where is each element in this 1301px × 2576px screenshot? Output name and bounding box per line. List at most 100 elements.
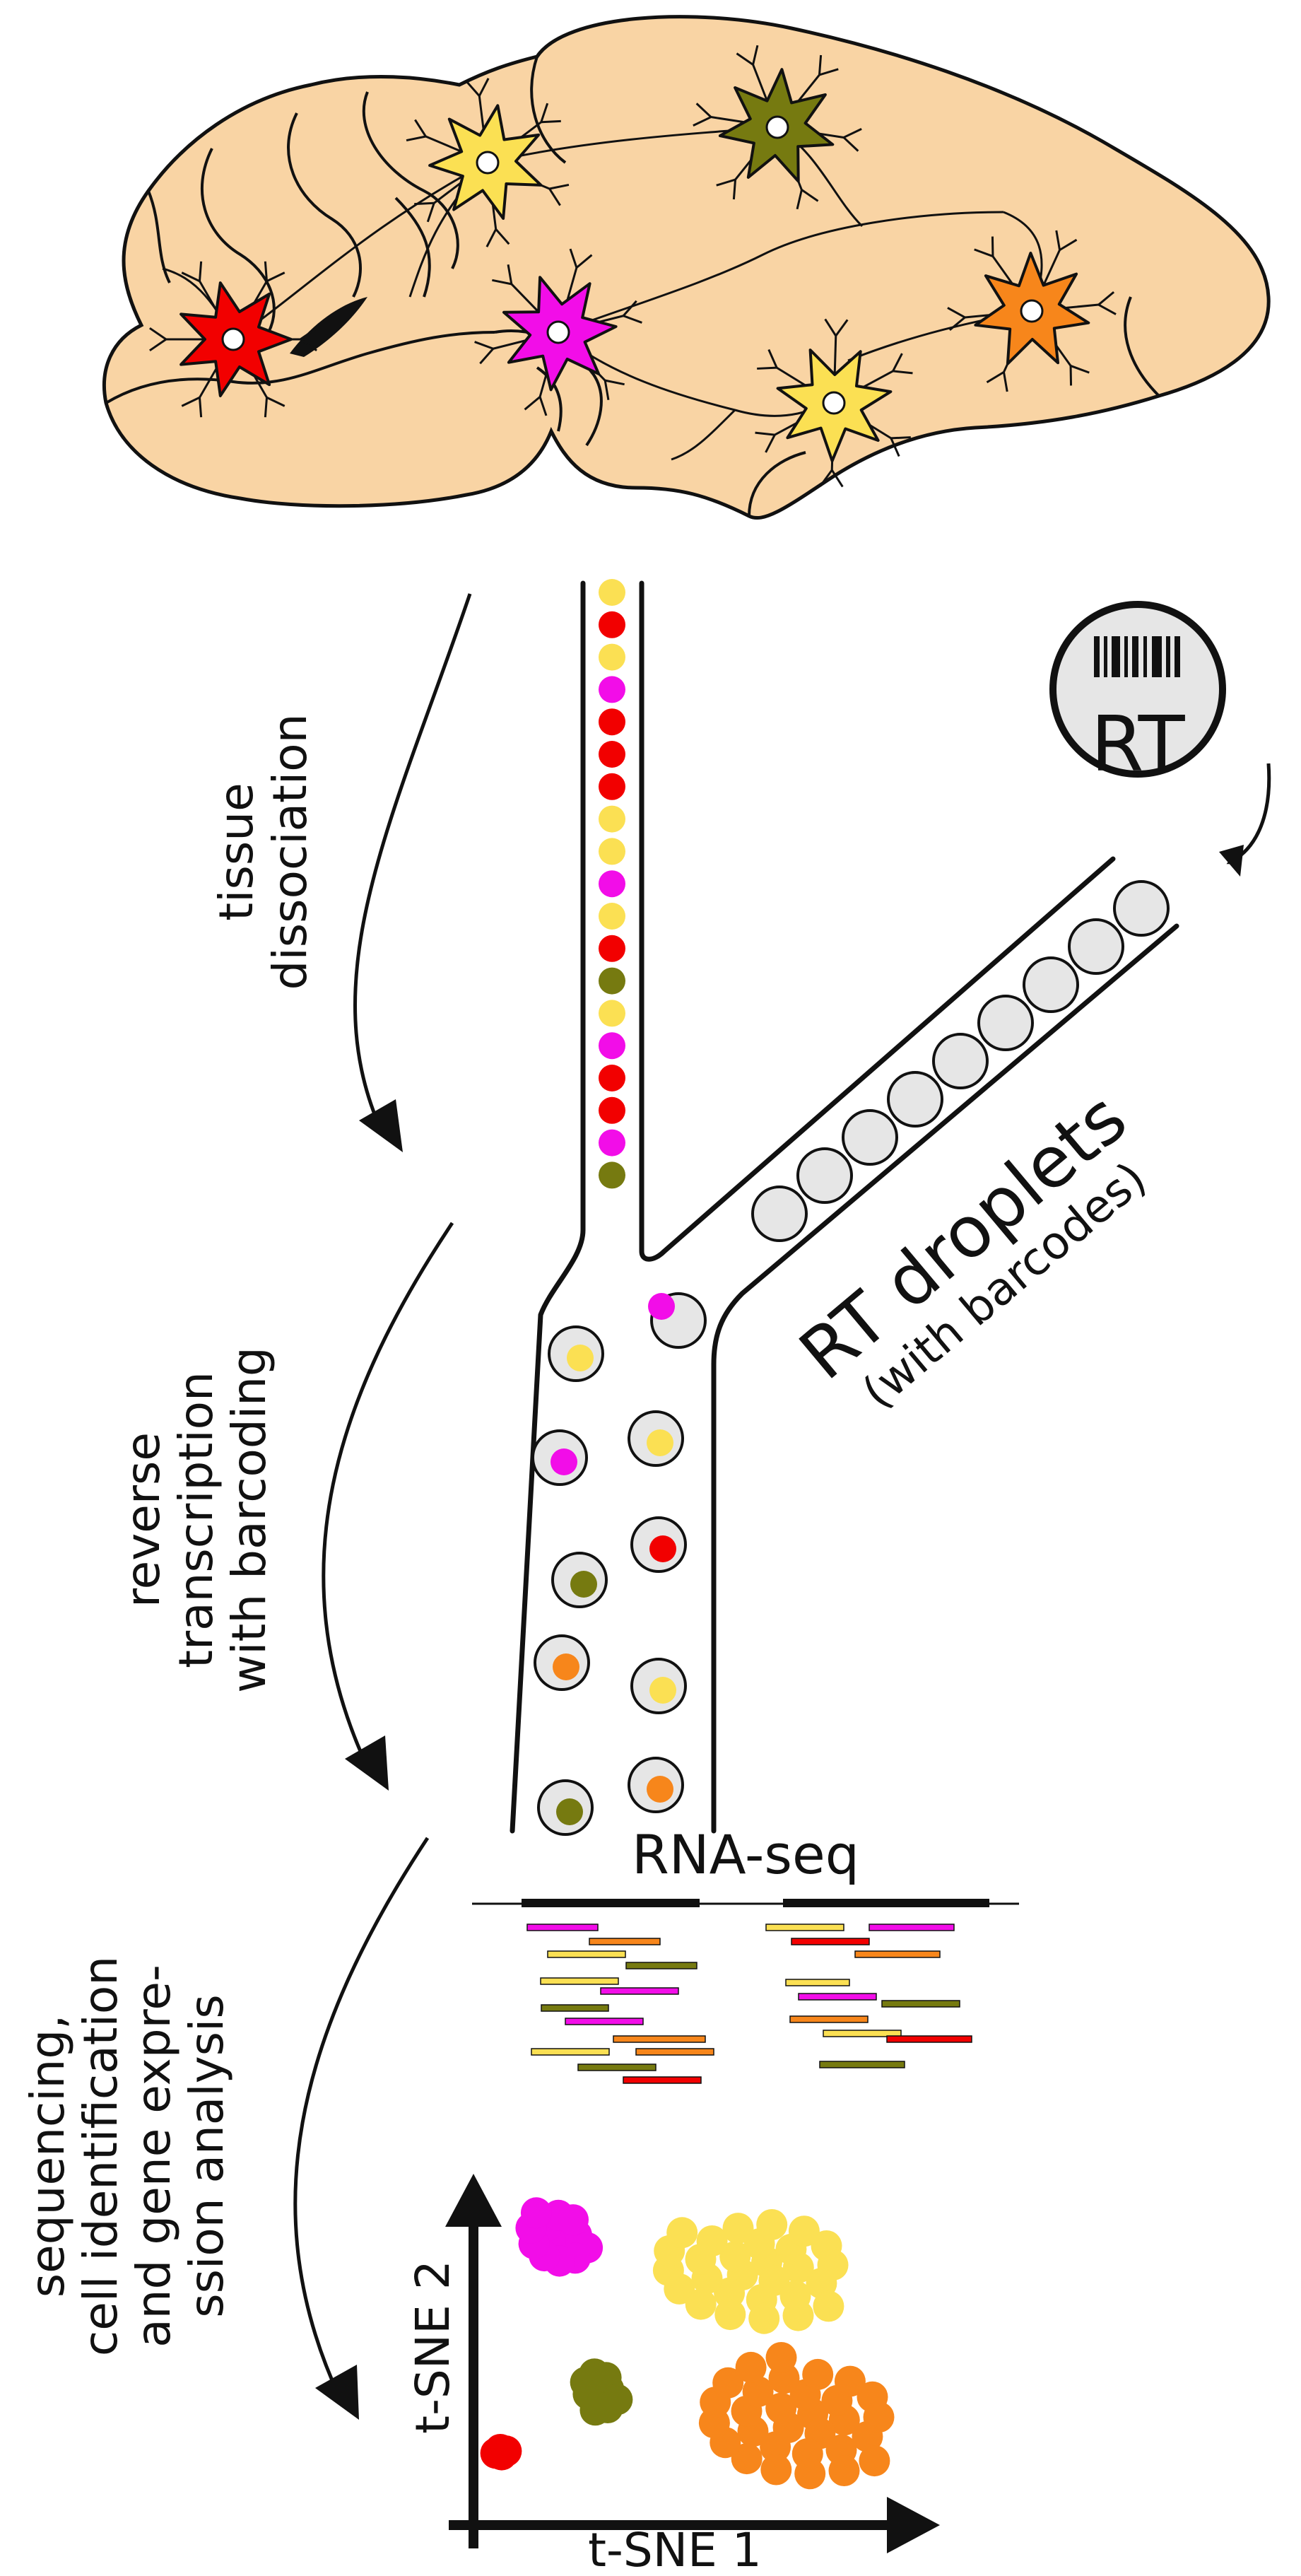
tsne-point bbox=[788, 2215, 820, 2247]
tsne-cluster-olive bbox=[570, 2358, 633, 2426]
channel-cell-stream bbox=[599, 579, 625, 1189]
tsne-clusters bbox=[480, 2197, 895, 2490]
barcode-icon bbox=[1094, 636, 1180, 677]
tsne-point bbox=[558, 2204, 589, 2236]
rt-barcode-badge: RT bbox=[1049, 601, 1226, 789]
rnaseq-panel: RNA-seq bbox=[472, 1823, 1019, 2084]
read-magenta bbox=[526, 1924, 599, 1931]
channel-cell-magenta bbox=[599, 676, 625, 703]
arrowheads bbox=[315, 845, 1244, 2420]
read-yellow bbox=[547, 1950, 626, 1958]
read-olive bbox=[819, 2061, 905, 2068]
read-orange bbox=[854, 1950, 941, 1958]
read-magenta bbox=[600, 1987, 679, 1995]
tsne-point bbox=[802, 2358, 834, 2390]
label-step3: sequencing, cell identification and gene… bbox=[20, 1956, 234, 2356]
tsne-point bbox=[859, 2445, 890, 2477]
microfluidic-channel bbox=[510, 580, 1179, 1834]
tsne-point bbox=[520, 2197, 552, 2229]
channel-cell-magenta bbox=[599, 1032, 625, 1060]
read-olive bbox=[881, 2000, 960, 2008]
tsne-point bbox=[714, 2299, 746, 2331]
step1-line2: dissociation bbox=[263, 714, 317, 990]
read-yellow bbox=[823, 2030, 902, 2037]
channel-left-wall bbox=[510, 580, 586, 1834]
arrow-transcription bbox=[322, 1222, 454, 1771]
tsne-point bbox=[666, 2217, 698, 2249]
channel-cell-yellow bbox=[599, 903, 625, 930]
rt-droplet bbox=[887, 1071, 943, 1128]
tsne-cluster-red bbox=[480, 2434, 522, 2471]
read-red bbox=[791, 1938, 870, 1945]
step1-line1: tissue bbox=[209, 783, 264, 920]
channel-cell-red bbox=[599, 708, 625, 736]
channel-cell-magenta bbox=[599, 1129, 625, 1157]
tsne-point bbox=[782, 2300, 814, 2331]
rt-droplet bbox=[977, 995, 1034, 1051]
tsne-y-label: t-SNE 2 bbox=[406, 2260, 460, 2434]
read-olive bbox=[541, 2004, 609, 2012]
rt-droplet bbox=[1068, 918, 1124, 975]
read-magenta bbox=[869, 1924, 955, 1931]
step3-line3: and gene expre- bbox=[126, 1965, 181, 2348]
encapsulated-cell-yellow bbox=[548, 1325, 604, 1382]
read-olive bbox=[625, 1962, 697, 1969]
rt-droplet bbox=[1023, 956, 1079, 1013]
tsne-point bbox=[834, 2365, 866, 2397]
tsne-x-label: t-SNE 1 bbox=[588, 2523, 762, 2572]
encapsulated-cells bbox=[531, 1292, 707, 1836]
neuron-yellow bbox=[406, 78, 570, 247]
step3-line4: ssion analysis bbox=[179, 1994, 234, 2318]
neuron-red bbox=[149, 261, 317, 418]
channel-cell-olive bbox=[599, 1161, 625, 1189]
channel-right-wall bbox=[711, 923, 1179, 1834]
brain-illustration bbox=[102, 15, 1271, 520]
rt-droplet bbox=[796, 1147, 853, 1204]
channel-cell-yellow bbox=[599, 838, 625, 865]
read-magenta bbox=[565, 2018, 644, 2025]
tsne-point bbox=[765, 2342, 797, 2373]
tsne-point bbox=[685, 2288, 717, 2320]
step2-line3: with barcoding bbox=[222, 1347, 276, 1693]
encapsulated-cell-magenta bbox=[648, 1292, 707, 1349]
read-yellow bbox=[531, 2048, 610, 2056]
encapsulated-cell-red bbox=[630, 1516, 687, 1573]
channel-cell-magenta bbox=[599, 870, 625, 898]
rt-badge-label: RT bbox=[1090, 701, 1185, 789]
label-step1: tissue dissociation bbox=[209, 714, 317, 990]
read-yellow bbox=[765, 1924, 844, 1931]
channel-cell-red bbox=[599, 773, 625, 800]
tsne-point bbox=[756, 2209, 788, 2240]
tsne-point bbox=[760, 2431, 791, 2463]
read-olive bbox=[577, 2063, 657, 2071]
channel-cell-red bbox=[599, 1096, 625, 1124]
channel-cell-yellow bbox=[599, 643, 625, 671]
brain-outline bbox=[102, 15, 1271, 520]
tsne-point bbox=[731, 2443, 763, 2475]
read-orange bbox=[613, 2035, 706, 2043]
tsne-point bbox=[696, 2225, 728, 2256]
encapsulated-cell-yellow bbox=[628, 1410, 684, 1467]
rt-droplet bbox=[842, 1109, 898, 1166]
tsne-point bbox=[722, 2213, 754, 2244]
encapsulated-cell-orange bbox=[628, 1757, 684, 1813]
read-magenta bbox=[798, 1993, 877, 2001]
channel-cell-red bbox=[599, 1065, 625, 1091]
arrow-dissociation bbox=[353, 593, 472, 1135]
tsne-point bbox=[712, 2367, 744, 2399]
tsne-point bbox=[735, 2351, 767, 2383]
neuron-olive bbox=[693, 45, 862, 210]
channel-cell-olive bbox=[599, 967, 625, 995]
encapsulated-cell-yellow bbox=[630, 1658, 687, 1714]
step2-line1: reverse bbox=[116, 1432, 170, 1608]
read-red bbox=[623, 2076, 702, 2084]
rnaseq-title: RNA-seq bbox=[632, 1823, 859, 1886]
tsne-point bbox=[742, 2376, 774, 2408]
tsne-x-arrowhead bbox=[887, 2497, 940, 2553]
read-red bbox=[886, 2035, 972, 2043]
tsne-point bbox=[579, 2394, 611, 2426]
tsne-point bbox=[863, 2401, 895, 2433]
read-yellow bbox=[785, 1979, 850, 1986]
tsne-point bbox=[480, 2437, 512, 2469]
label-step2: reverse transcription with barcoding bbox=[116, 1347, 276, 1693]
